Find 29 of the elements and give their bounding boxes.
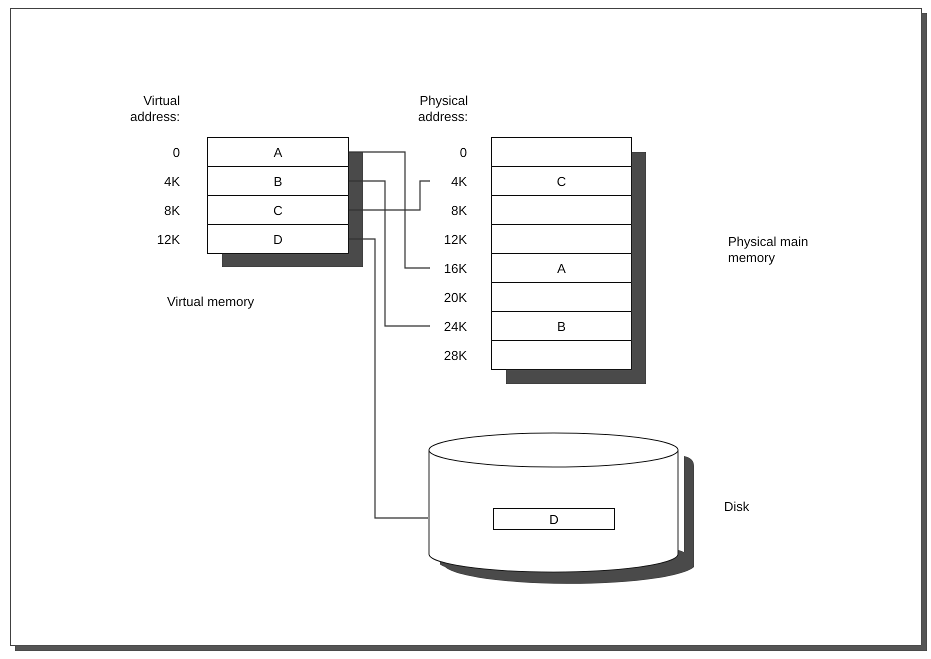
mapping-line (349, 238, 428, 519)
address-label: 24K (442, 318, 467, 334)
address-label: 4K (163, 174, 180, 188)
address-label: 4K (450, 174, 467, 188)
address-label: 8K (163, 202, 180, 218)
disk-page-slot: D (493, 508, 615, 530)
address-label: 16K (442, 260, 467, 276)
column-heading: Virtual address: (129, 93, 180, 125)
address-label: 12K (442, 232, 467, 246)
address-label: 0 (172, 144, 180, 160)
disk-caption: Disk (724, 499, 750, 515)
address-label: 0 (458, 144, 467, 160)
memory-page-cell: C (491, 166, 632, 196)
address-label: 8K (450, 202, 467, 218)
memory-page-cell: A (207, 137, 349, 167)
mapping-line (349, 180, 430, 211)
mapping-line (349, 180, 430, 327)
memory-page-cell: B (491, 311, 632, 341)
column-heading: Physical address: (417, 93, 468, 125)
memory-caption: Physical main memory (728, 234, 810, 266)
memory-page-cell: C (207, 195, 349, 225)
memory-page-cell: A (491, 253, 632, 283)
address-label: 28K (442, 348, 467, 362)
address-label: 12K (156, 232, 180, 246)
address-label: 20K (442, 290, 467, 304)
mapping-line (349, 151, 430, 269)
memory-page-cell: D (207, 224, 349, 254)
memory-caption: Virtual memory (167, 294, 254, 310)
memory-page-cell: B (207, 166, 349, 196)
